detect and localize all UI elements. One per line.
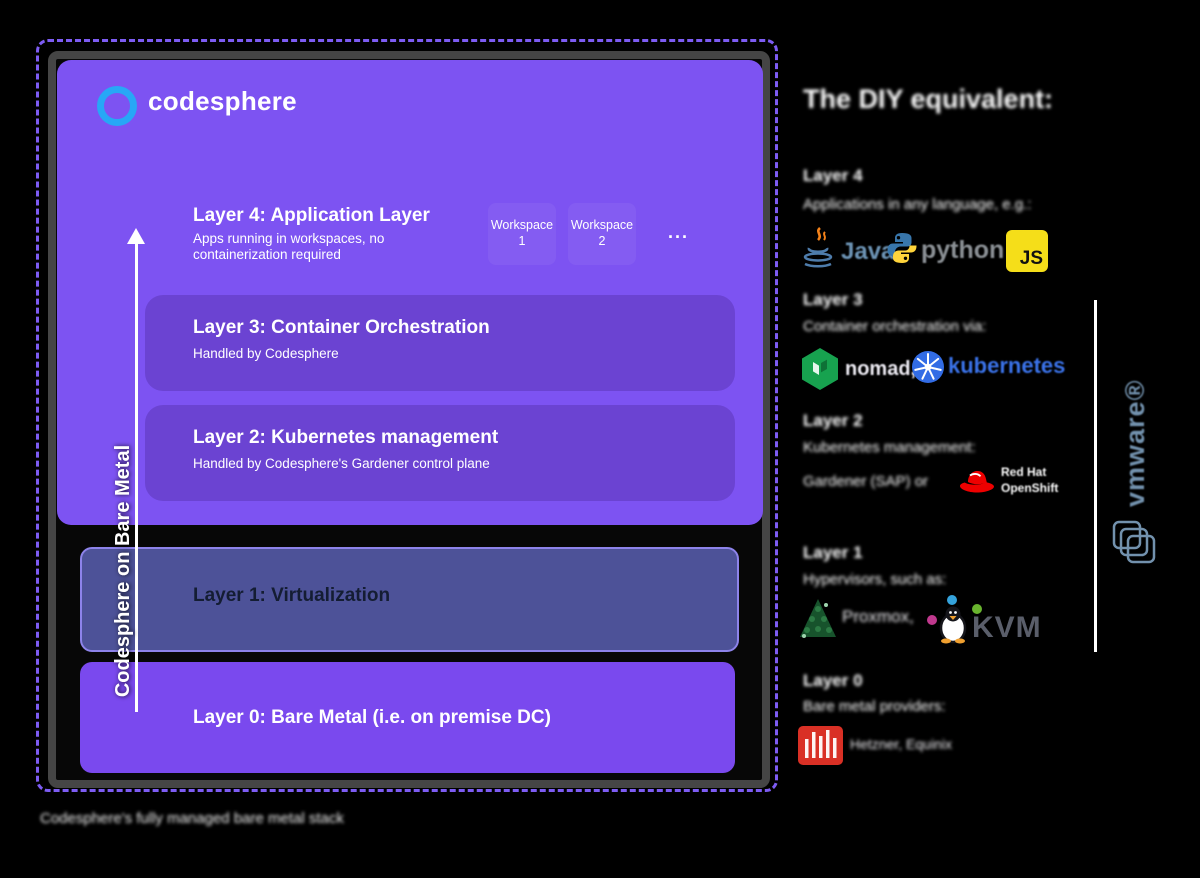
layer0-title: Layer 0: Bare Metal (i.e. on premise DC) <box>193 707 551 728</box>
layer3-box: Layer 3: Container Orchestration Handled… <box>145 295 735 391</box>
alternatives-title: The DIY equivalent: <box>803 84 1054 114</box>
kvm-logo: KVM <box>927 595 1042 644</box>
section-layer2-heading: Layer 2 <box>803 411 863 430</box>
workspace-2-label-line2: 2 <box>598 234 606 248</box>
svg-text:KVM: KVM <box>972 611 1042 644</box>
java-wordmark: Java <box>841 238 895 265</box>
python-wordmark: python <box>921 236 1005 264</box>
java-icon <box>803 226 833 268</box>
vmware-squares-icon <box>1112 520 1156 564</box>
stack-arrow-head <box>127 228 145 244</box>
side-label: Codesphere on Bare Metal <box>112 444 134 698</box>
section-layer3-heading: Layer 3 <box>803 290 863 309</box>
bare-metal-providers-label: Hetzner, Equinix <box>850 736 952 752</box>
layer2-box: Layer 2: Kubernetes management Handled b… <box>145 405 735 501</box>
red-hat-wordmark-line1: Red Hat <box>1001 465 1047 479</box>
workspace-ellipsis: ... <box>668 222 690 242</box>
workspace-2-label-line1: Workspace <box>570 218 634 233</box>
javascript-label: JS <box>1019 248 1043 269</box>
layer1-title: Layer 1: Virtualization <box>193 585 391 606</box>
red-hat-icon <box>960 471 994 493</box>
kubernetes-wordmark: kubernetes <box>948 353 1066 378</box>
dashed-outer-border <box>36 39 778 792</box>
section-layer1-text: Hypervisors, such as: <box>803 571 947 588</box>
vmware-wordmark: vmware® <box>1119 379 1150 507</box>
green-triangle-logo <box>800 599 836 638</box>
section-layer4-heading: Layer 4 <box>803 166 863 185</box>
bare-metal-provider-logo <box>798 726 843 765</box>
section-layer3-text: Container orchestration via: <box>803 318 987 335</box>
gardener-label: Gardener (SAP) or <box>803 473 929 490</box>
layer1-box: Layer 1: Virtualization <box>80 547 739 652</box>
section-layer0-text: Bare metal providers: <box>803 698 946 715</box>
codesphere-brand: codesphere <box>148 86 297 116</box>
layer0-box: Layer 0: Bare Metal (i.e. on premise DC) <box>80 662 735 773</box>
nomad-icon <box>802 348 838 390</box>
workspace-1-chip: Workspace 1 <box>488 203 556 265</box>
stack-arrow-line <box>135 243 138 712</box>
layer2-title: Layer 2: Kubernetes management <box>193 427 499 448</box>
section-layer1-heading: Layer 1 <box>803 543 863 562</box>
diagram-caption: Codesphere's fully managed bare metal st… <box>40 810 344 827</box>
vmware-logo: vmware® <box>1111 375 1159 565</box>
section-layer4-text: Applications in any language, e.g.: <box>803 196 1032 213</box>
section-layer2-text: Kubernetes management: <box>803 439 976 456</box>
red-hat-wordmark-line2: OpenShift <box>1001 480 1059 495</box>
layer3-title: Layer 3: Container Orchestration <box>193 317 490 338</box>
layer4-title: Layer 4: Application Layer <box>193 205 430 226</box>
layer4-description-line2: containerization required <box>193 247 341 262</box>
codesphere-ring-icon <box>97 86 137 126</box>
workspace-1-label-line1: Workspace <box>490 218 554 233</box>
layer2-description: Handled by Codesphere's Gardener control… <box>193 456 490 471</box>
python-icon <box>887 233 917 263</box>
kubernetes-icon <box>912 351 944 383</box>
nomad-wordmark: nomad, <box>845 358 917 380</box>
vmware-span-line <box>1094 300 1097 652</box>
red-hat-openshift-wordmark: Red Hat OpenShift <box>1001 465 1058 496</box>
javascript-icon: JS <box>1006 230 1048 272</box>
section-layer0-heading: Layer 0 <box>803 671 863 690</box>
layer3-description: Handled by Codesphere <box>193 346 339 361</box>
virtualization-logo-label: Proxmox, <box>842 607 914 626</box>
workspace-2-chip: Workspace 2 <box>568 203 636 265</box>
layer4-description-line1: Apps running in workspaces, no <box>193 231 385 246</box>
workspace-1-label-line2: 1 <box>518 234 526 248</box>
